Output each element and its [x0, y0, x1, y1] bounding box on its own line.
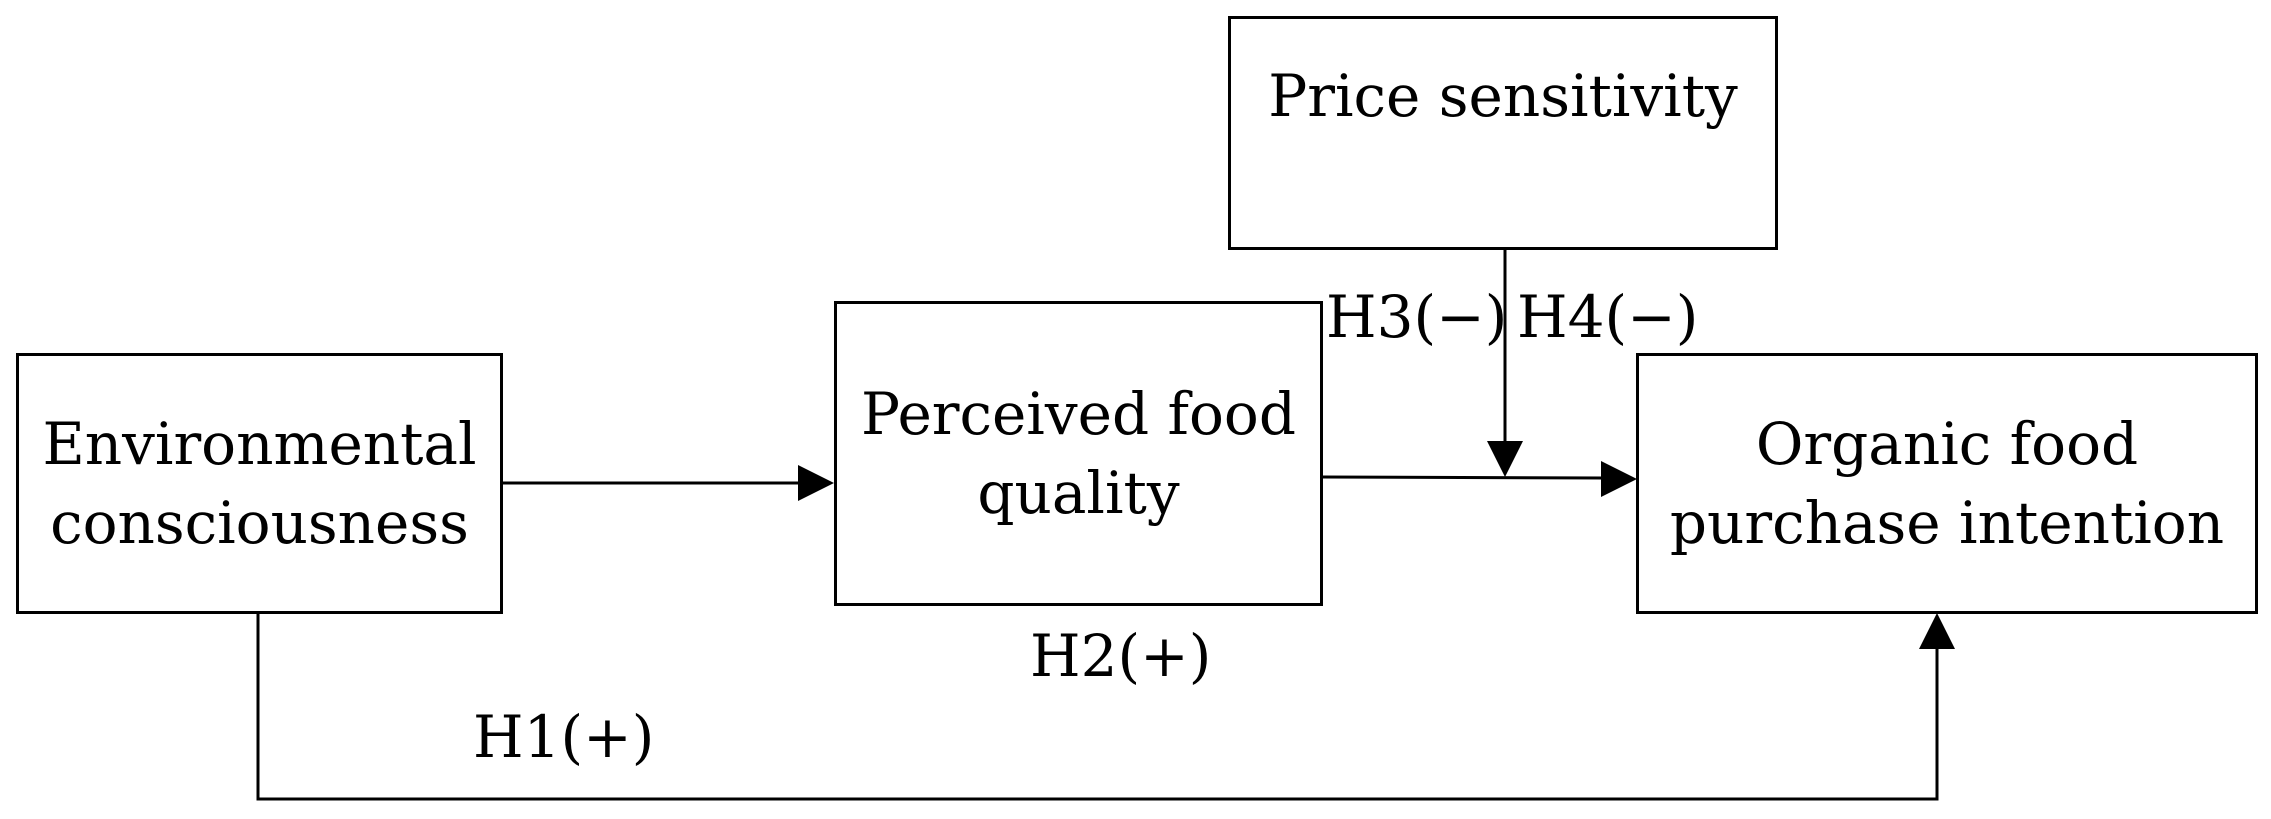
organic-food-purchase-intention-box: Organic food purchase intention [1636, 353, 2258, 614]
arrow-env-to-intention-head [1919, 613, 1955, 649]
hypothesis-h2-label: H2(+) [1030, 622, 1212, 690]
environmental-consciousness-box: Environmental consciousness [16, 353, 503, 614]
arrow-quality-to-intention-head [1601, 461, 1637, 497]
organic-food-purchase-intention-line-1: Organic food [1755, 410, 2139, 479]
price-sensitivity-box: Price sensitivity [1228, 16, 1778, 250]
perceived-food-quality-box: Perceived food quality [834, 301, 1323, 606]
arrow-quality-to-intention-line [1321, 475, 1605, 480]
arrow-env-to-intention-line [256, 613, 1939, 801]
hypothesis-h4-label: H4(−) [1517, 283, 1699, 351]
hypothesis-h1-label: H1(+) [473, 703, 655, 771]
arrow-env-to-quality-head [798, 465, 834, 501]
perceived-food-quality-line-1: Perceived food [861, 380, 1296, 449]
environmental-consciousness-line-1: Environmental [42, 410, 477, 479]
hypothesis-h3-label: H3(−) [1326, 283, 1508, 351]
price-sensitivity-line-1: Price sensitivity [1268, 62, 1738, 130]
environmental-consciousness-line-2: consciousness [50, 488, 469, 557]
organic-food-purchase-intention-line-2: purchase intention [1669, 488, 2225, 557]
perceived-food-quality-line-2: quality [977, 458, 1180, 527]
arrow-price-moderation-head [1487, 441, 1523, 477]
